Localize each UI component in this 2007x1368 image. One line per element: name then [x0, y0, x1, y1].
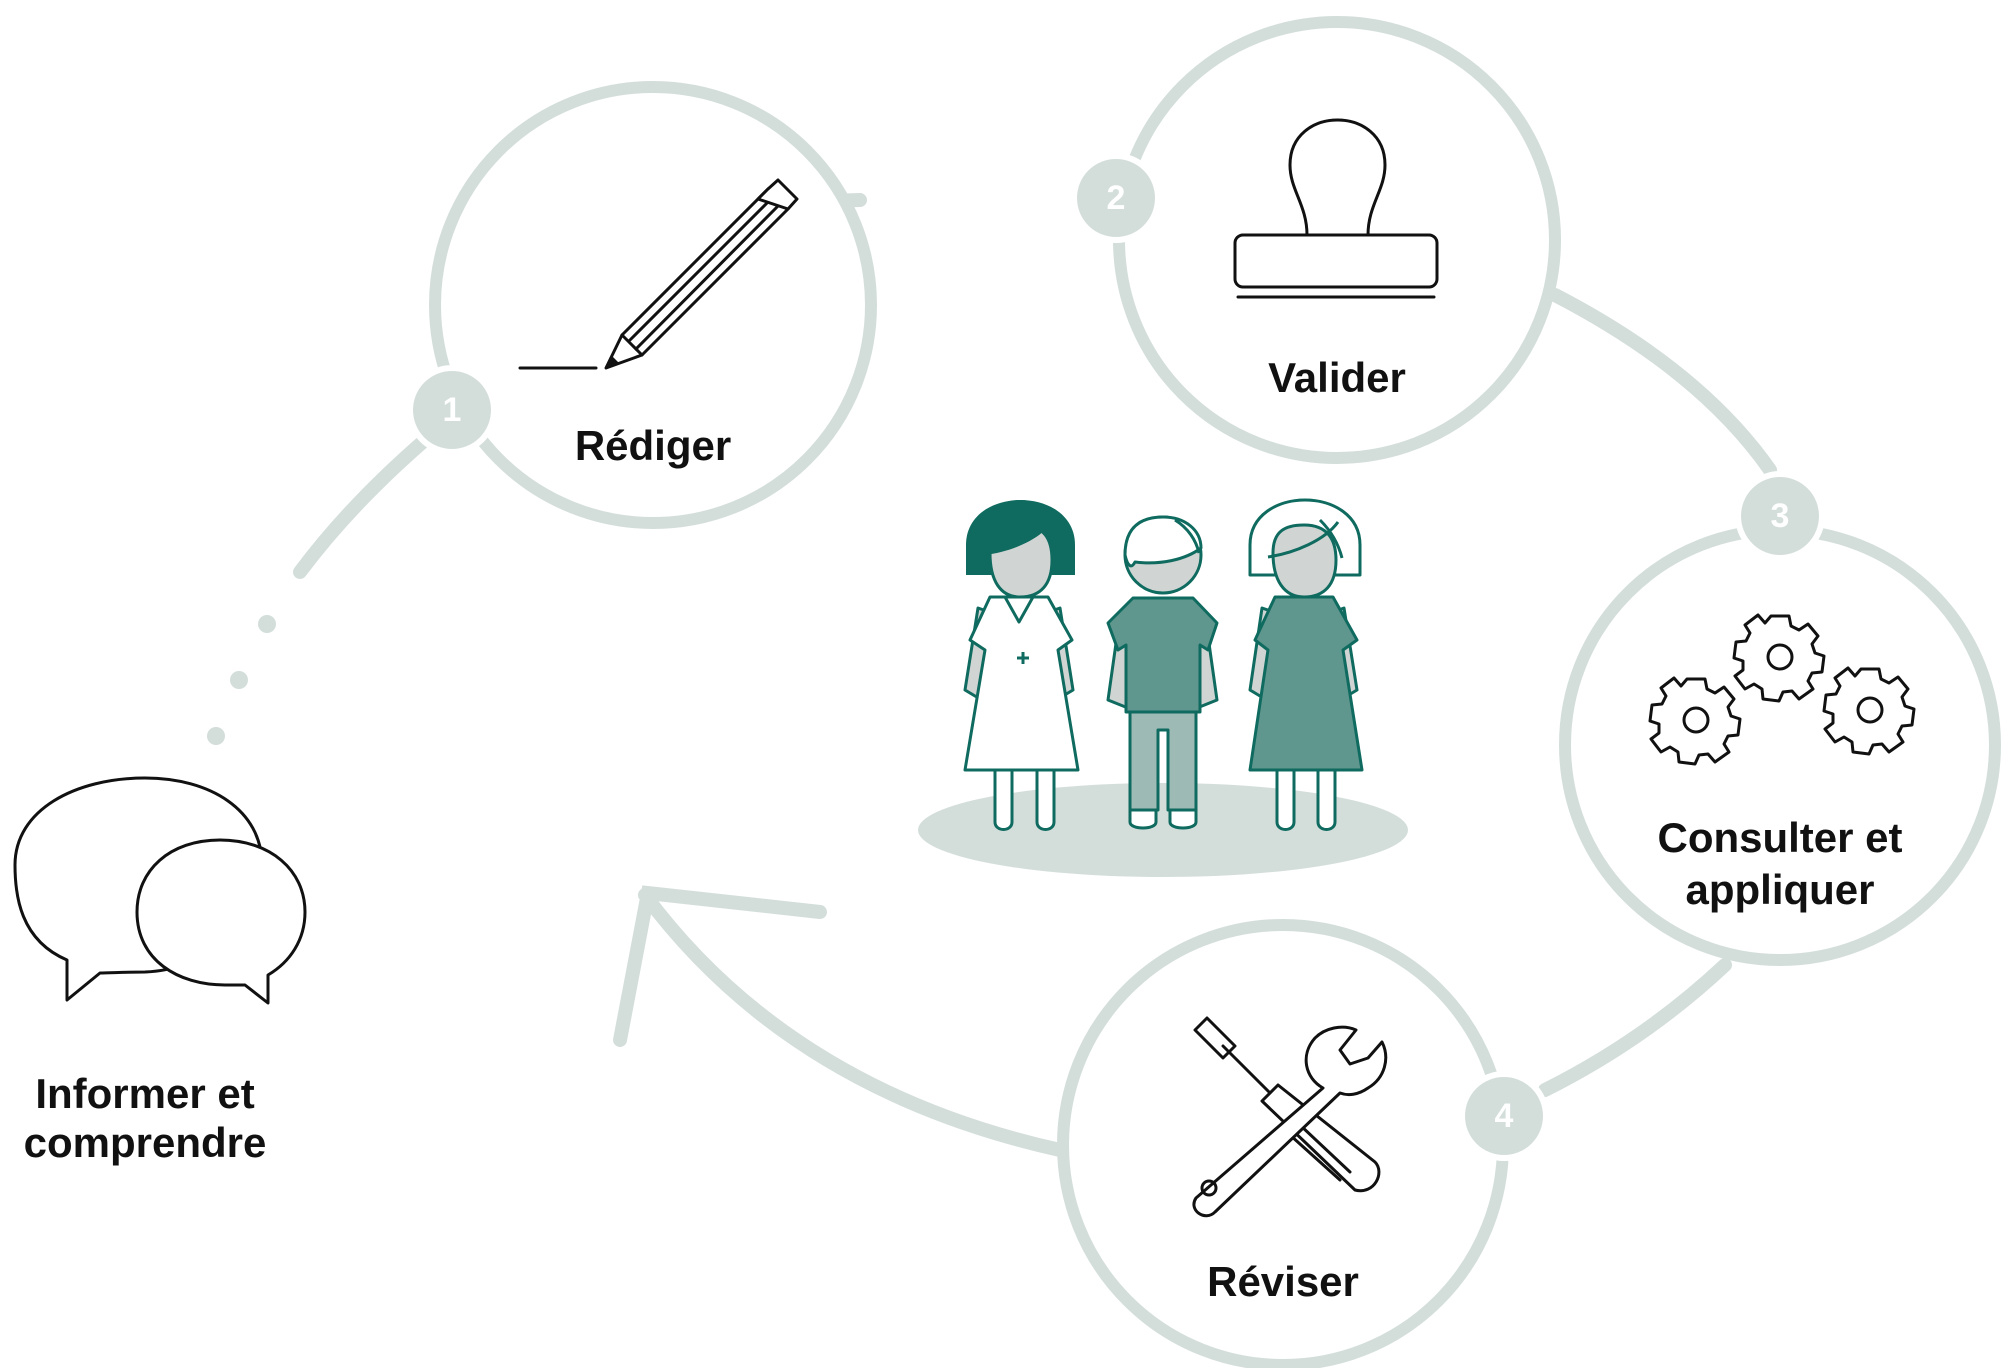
badge-4: 4 — [1459, 1071, 1549, 1161]
step-4-label: Réviser — [1207, 1258, 1359, 1305]
badge-3-number: 3 — [1771, 497, 1790, 535]
step-3-label-line-2: appliquer — [1685, 866, 1874, 913]
badge-1-number: 1 — [443, 391, 462, 429]
badge-3: 3 — [1735, 471, 1825, 561]
pencil-icon — [518, 178, 799, 370]
girl-figure — [1248, 498, 1364, 831]
arc-intro-1 — [293, 433, 432, 579]
step-4: Réviser — [1057, 919, 1509, 1368]
intro-label-line-2: comprendre — [24, 1119, 267, 1166]
step-3: Consulter et appliquer — [1559, 524, 2001, 966]
nurse-figure — [963, 500, 1080, 831]
step-2: Valider — [1113, 16, 1561, 464]
step-1: Rédiger — [429, 81, 877, 529]
arc-4-back — [638, 888, 1067, 1157]
step-1-label: Rédiger — [575, 422, 731, 469]
cycle-arrows — [207, 193, 1777, 1157]
tools-icon — [1192, 1016, 1388, 1218]
gears-icon — [1648, 613, 1916, 766]
arc-3-4 — [1538, 958, 1732, 1097]
intro-block: Informer et comprendre — [13, 776, 307, 1166]
dot-2 — [230, 671, 248, 689]
care-team-icon — [918, 498, 1408, 877]
step-3-label-line-1: Consulter et — [1657, 814, 1902, 861]
arc-2-3 — [1548, 288, 1777, 477]
badge-2-number: 2 — [1107, 179, 1126, 217]
speech-bubbles-icon — [13, 776, 307, 1005]
boy-figure — [1106, 515, 1219, 830]
badge-2-circle — [1071, 153, 1161, 243]
badge-1: 1 — [407, 365, 497, 455]
dot-3 — [207, 727, 225, 745]
step-2-label: Valider — [1268, 354, 1406, 401]
badge-4-number: 4 — [1495, 1097, 1514, 1135]
arrow-head — [613, 885, 827, 1047]
badge-1-circle — [407, 365, 497, 455]
badge-3-circle — [1735, 471, 1825, 561]
badge-2: 2 — [1071, 153, 1161, 243]
intro-label-line-1: Informer et — [35, 1070, 254, 1117]
dot-1 — [258, 615, 276, 633]
stamp-icon — [1233, 118, 1439, 299]
badge-4-circle — [1459, 1071, 1549, 1161]
